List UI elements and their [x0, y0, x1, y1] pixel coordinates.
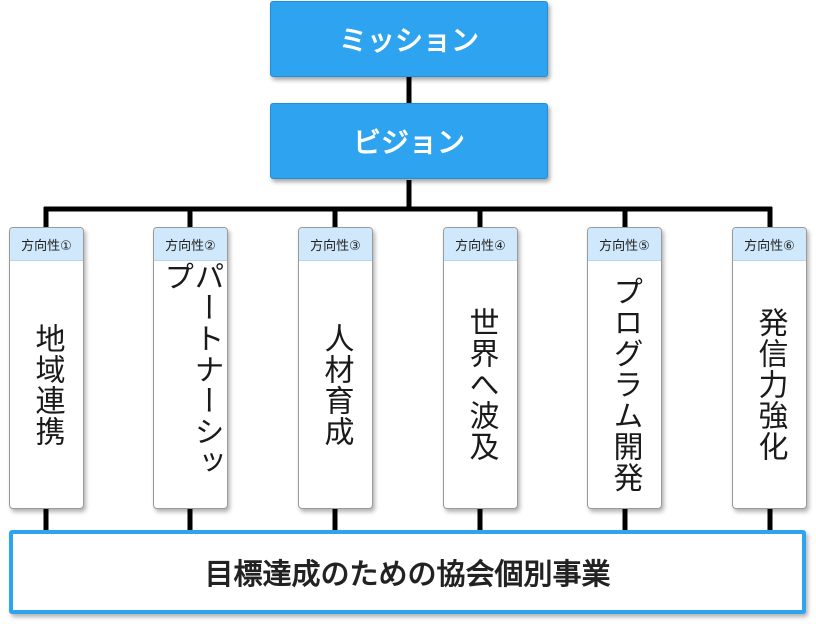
direction-tag-4: 方向性④ — [444, 228, 517, 261]
direction-card-1: 方向性① 地域連携 — [9, 227, 84, 509]
direction-tag-5: 方向性⑤ — [588, 228, 661, 261]
direction-card-4: 方向性④ 世界へ波及 — [443, 227, 518, 509]
foundation-label: 目標達成のための協会個別事業 — [204, 557, 611, 591]
direction-text-3: 人材育成 — [318, 322, 354, 447]
direction-text-4: 世界へ波及 — [463, 307, 499, 462]
direction-text-5: プログラム開発 — [607, 276, 643, 493]
direction-card-2: 方向性② パートナーシップ — [153, 227, 228, 509]
direction-text-1: 地域連携 — [29, 322, 65, 447]
direction-card-3: 方向性③ 人材育成 — [298, 227, 373, 509]
mission-box: ミッション — [270, 1, 548, 77]
direction-text-6: 発信力強化 — [752, 307, 788, 462]
direction-tag-6: 方向性⑥ — [733, 228, 806, 261]
direction-card-5: 方向性⑤ プログラム開発 — [587, 227, 662, 509]
direction-card-6: 方向性⑥ 発信力強化 — [732, 227, 807, 509]
direction-tag-3: 方向性③ — [299, 228, 372, 261]
mission-label: ミッション — [338, 24, 479, 57]
direction-text-2: パートナーシップ — [158, 261, 224, 478]
vision-label: ビジョン — [352, 126, 465, 159]
vision-box: ビジョン — [270, 103, 548, 179]
direction-tag-1: 方向性① — [10, 228, 83, 261]
direction-tag-2: 方向性② — [154, 228, 227, 261]
foundation-box: 目標達成のための協会個別事業 — [9, 530, 806, 614]
